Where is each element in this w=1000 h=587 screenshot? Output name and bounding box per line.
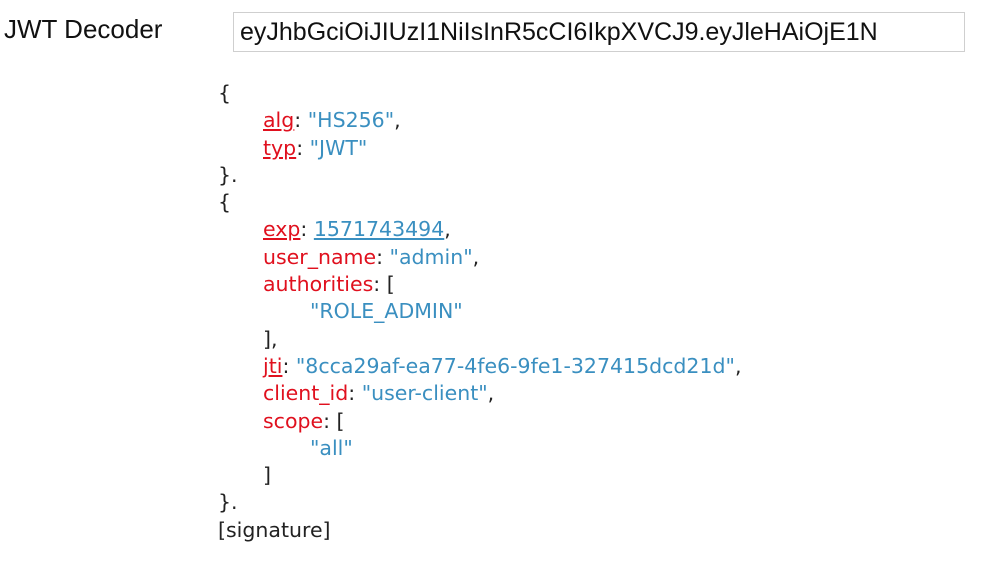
- payload-authorities: authorities: [: [263, 272, 395, 297]
- token-input[interactable]: [233, 12, 965, 52]
- scope-item: "all": [218, 435, 742, 462]
- header-typ: typ: "JWT": [263, 135, 368, 160]
- payload-exp: exp: 1571743494,: [263, 217, 451, 242]
- key-client-id: client_id: [263, 381, 349, 406]
- key-user-name: user_name: [263, 244, 377, 269]
- value-client-id: "user-client": [361, 381, 488, 406]
- value-typ: "JWT": [309, 135, 368, 160]
- header-alg: alg: "HS256",: [263, 108, 401, 133]
- value-user-name: "admin": [389, 244, 473, 269]
- value-alg: "HS256": [307, 108, 395, 133]
- payload-close: }.: [218, 490, 238, 515]
- authorities-close: ],: [263, 326, 278, 351]
- authorities-item: "ROLE_ADMIN": [218, 298, 742, 325]
- key-alg[interactable]: alg: [263, 108, 295, 133]
- header-close: }.: [218, 162, 238, 187]
- key-authorities: authorities: [263, 272, 374, 297]
- key-exp[interactable]: exp: [263, 217, 301, 242]
- value-authority: "ROLE_ADMIN": [310, 299, 463, 324]
- payload-jti: jti: "8cca29af-ea77-4fe6-9fe1-327415dcd2…: [263, 353, 742, 378]
- value-exp[interactable]: 1571743494: [313, 217, 445, 242]
- value-scope: "all": [310, 435, 353, 460]
- decoded-output: { alg: "HS256", typ: "JWT" }. { exp: 157…: [218, 80, 742, 544]
- key-scope: scope: [263, 408, 324, 433]
- key-jti[interactable]: jti: [263, 353, 283, 378]
- key-typ[interactable]: typ: [263, 135, 297, 160]
- payload-scope: scope: [: [263, 408, 345, 433]
- payload-user-name: user_name: "admin",: [263, 244, 480, 269]
- header-open: {: [218, 81, 232, 105]
- payload-client-id: client_id: "user-client",: [263, 381, 495, 406]
- payload-open: {: [218, 190, 232, 215]
- signature: [signature]: [218, 517, 331, 542]
- value-jti: "8cca29af-ea77-4fe6-9fe1-327415dcd21d": [295, 353, 735, 378]
- scope-close: ]: [263, 463, 271, 488]
- app-title: JWT Decoder: [4, 14, 163, 44]
